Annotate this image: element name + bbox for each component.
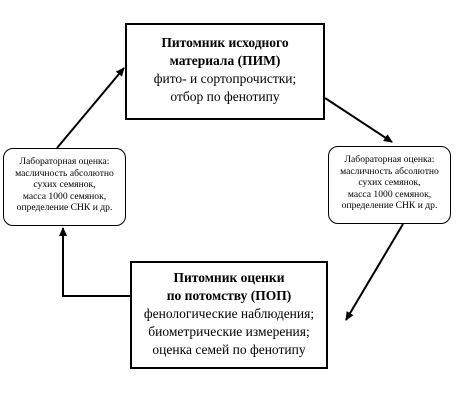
- bottom-text-line-2: биометрические измерения;: [148, 324, 310, 339]
- right-line-5: определение СНК и др.: [341, 200, 438, 212]
- bottom-text-line-1: фенологические наблюдения;: [143, 306, 315, 321]
- top-title-line-1: Питомник исходного: [161, 35, 289, 50]
- arrow-right-to-bottom: [345, 223, 404, 321]
- nursery-progeny-evaluation-box: Питомник оценки по потомству (ПОП) фенол…: [130, 261, 328, 369]
- arrow-left-to-top: [56, 67, 125, 149]
- lab-evaluation-right-box: Лабораторная оценка: масличность абсолют…: [328, 146, 451, 224]
- right-line-4: масса 1000 семянок,: [347, 188, 432, 200]
- arrow-top-to-right: [324, 97, 393, 143]
- right-line-1: Лабораторная оценка:: [344, 154, 435, 165]
- left-line-5: определение СНК и др.: [16, 202, 113, 214]
- bottom-text-line-3: оценка семей по фенотипу: [152, 342, 306, 357]
- top-title-line-2: материала (ПИМ): [169, 53, 281, 68]
- left-line-2: масличность абсолютно: [15, 167, 114, 179]
- top-text-line-1: фито- и сортопрочистки;: [153, 71, 297, 86]
- left-line-4: масса 1000 семянок,: [22, 190, 107, 202]
- top-text-line-2: отбор по фенотипу: [170, 89, 280, 104]
- lab-evaluation-left-box: Лабораторная оценка: масличность абсолют…: [3, 148, 126, 226]
- nursery-initial-material-box: Питомник исходного материала (ПИМ) фито-…: [125, 23, 325, 120]
- arrow-bottom-to-left: [59, 227, 130, 297]
- right-line-2: масличность абсолютно: [340, 165, 439, 177]
- right-line-3: сухих семянок,: [358, 177, 421, 189]
- left-line-1: Лабораторная оценка:: [19, 156, 110, 167]
- bottom-title-line-1: Питомник оценки: [173, 270, 285, 285]
- bottom-title-line-2: по потомству (ПОП): [166, 288, 292, 303]
- left-line-3: сухих семянок,: [33, 179, 96, 191]
